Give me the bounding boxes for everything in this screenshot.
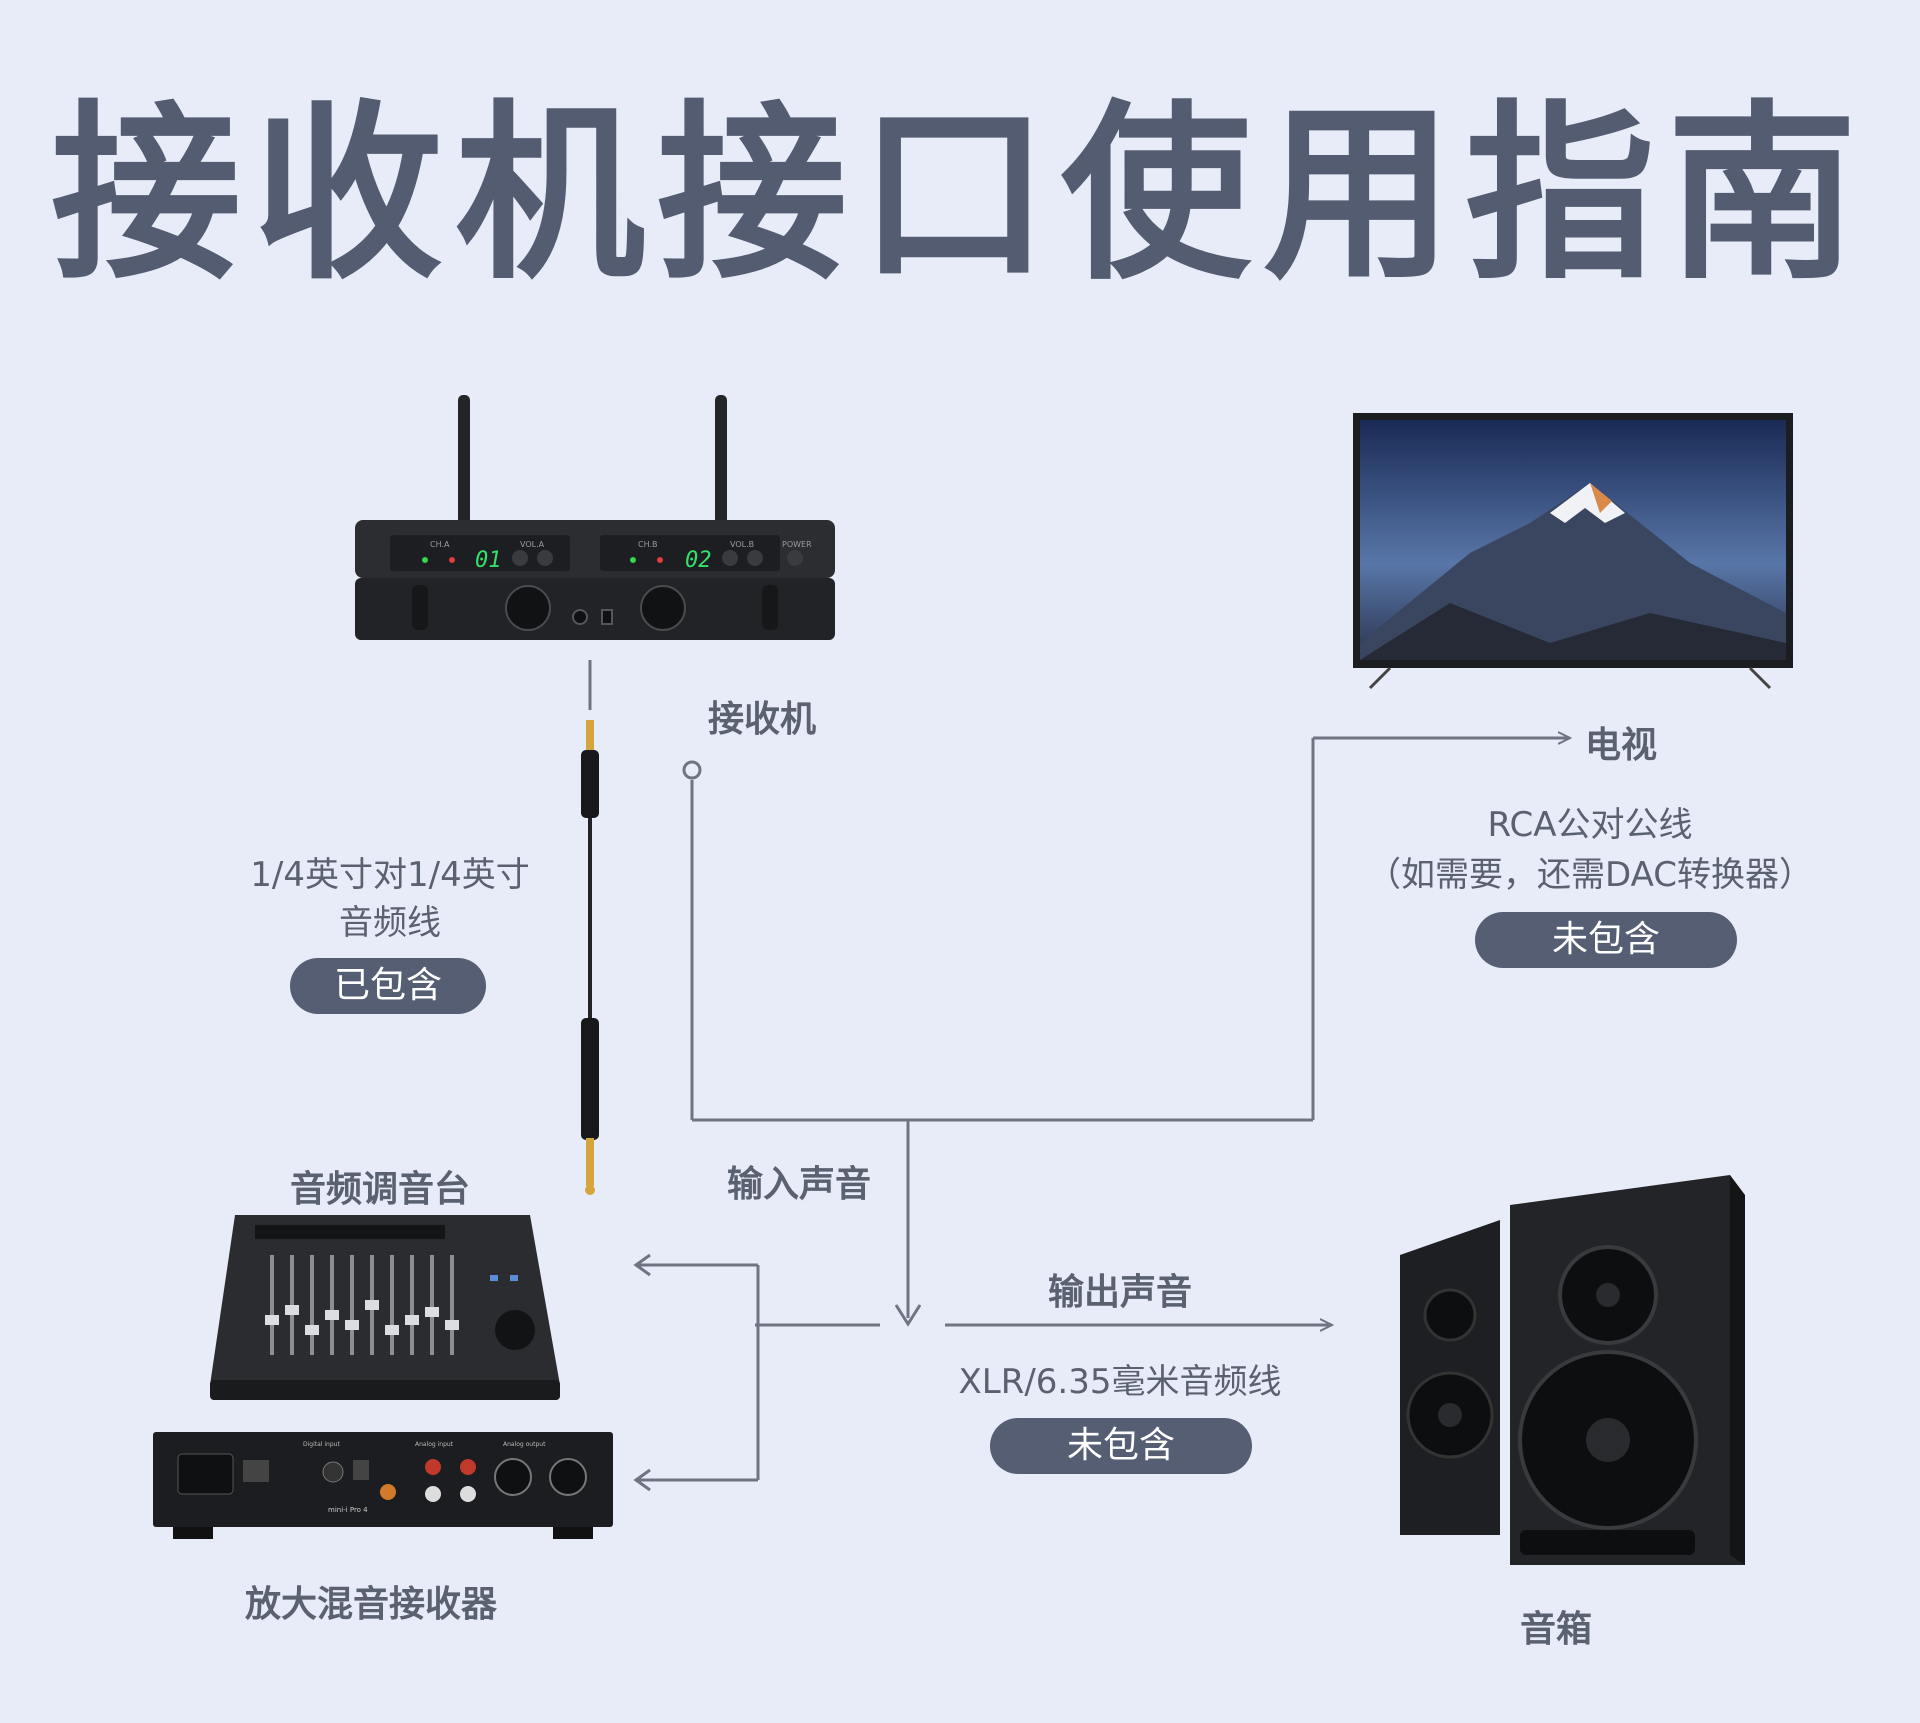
amp-analog-out-label: Analog output [503,1441,546,1448]
quarter-cable-line1: 1/4英寸对1/4英寸 [250,855,530,895]
xlr-cable-line1: XLR/6.35毫米音频线 [958,1362,1282,1402]
xlr-port-a [505,585,551,631]
quarter-cable-badge: 已包含 [290,958,486,1014]
amp-analog-in-label: Analog input [415,1441,454,1448]
input-port-dot [682,760,702,780]
amp-label: 放大混音接收器 [245,1584,498,1625]
receiver-label: 接收机 [708,699,817,740]
amp-device: Digital input Analog input Analog output… [153,1432,613,1542]
vol-b-label: VOL.B [730,540,754,549]
power-label: POWER [782,540,812,549]
ch-b-display: 02 [685,548,712,573]
input-sound-label: 输入声音 [727,1164,872,1205]
speaker-device [1400,1175,1760,1585]
mixer-label: 音频调音台 [290,1169,471,1210]
mixer-arrow [633,1253,651,1277]
ch-a-display: 01 [475,548,502,573]
receiver-device: 01 02 CH.A VOL.A CH.B VOL.B POWER [350,395,840,645]
xlr-cable-badge: 未包含 [990,1418,1252,1474]
speaker-label: 音箱 [1520,1609,1593,1650]
rca-cable-line2: （如需要，还需DAC转换器） [1367,855,1813,895]
center-drop-arrow [894,1304,922,1327]
mixer-device [210,1215,560,1400]
amp-arrow [633,1468,651,1492]
plug-tip-bottom [586,1138,594,1186]
antenna-left [458,395,470,525]
rca-cable-badge: 未包含 [1475,912,1737,968]
tv-label: 电视 [1585,725,1658,766]
rca-cable-line1: RCA公对公线 [1487,805,1693,845]
ch-b-label: CH.B [638,540,658,549]
xlr-port-b [640,585,686,631]
quarter-cable-line2: 音频线 [339,903,441,943]
vol-a-label: VOL.A [520,540,545,549]
page-title: 接收机接口使用指南 [50,84,1869,305]
ch-a-label: CH.A [430,540,450,549]
antenna-right [715,395,727,525]
tv-device [1350,413,1810,693]
quarter-inch-cable [570,720,610,1200]
plug-tip-top [586,720,594,752]
amp-digital-label: Digital input [303,1441,340,1448]
quarter-inch-port [572,609,588,625]
amp-brand-label: mini-i Pro 4 [328,1506,368,1514]
output-sound-label: 输出声音 [1048,1272,1193,1313]
